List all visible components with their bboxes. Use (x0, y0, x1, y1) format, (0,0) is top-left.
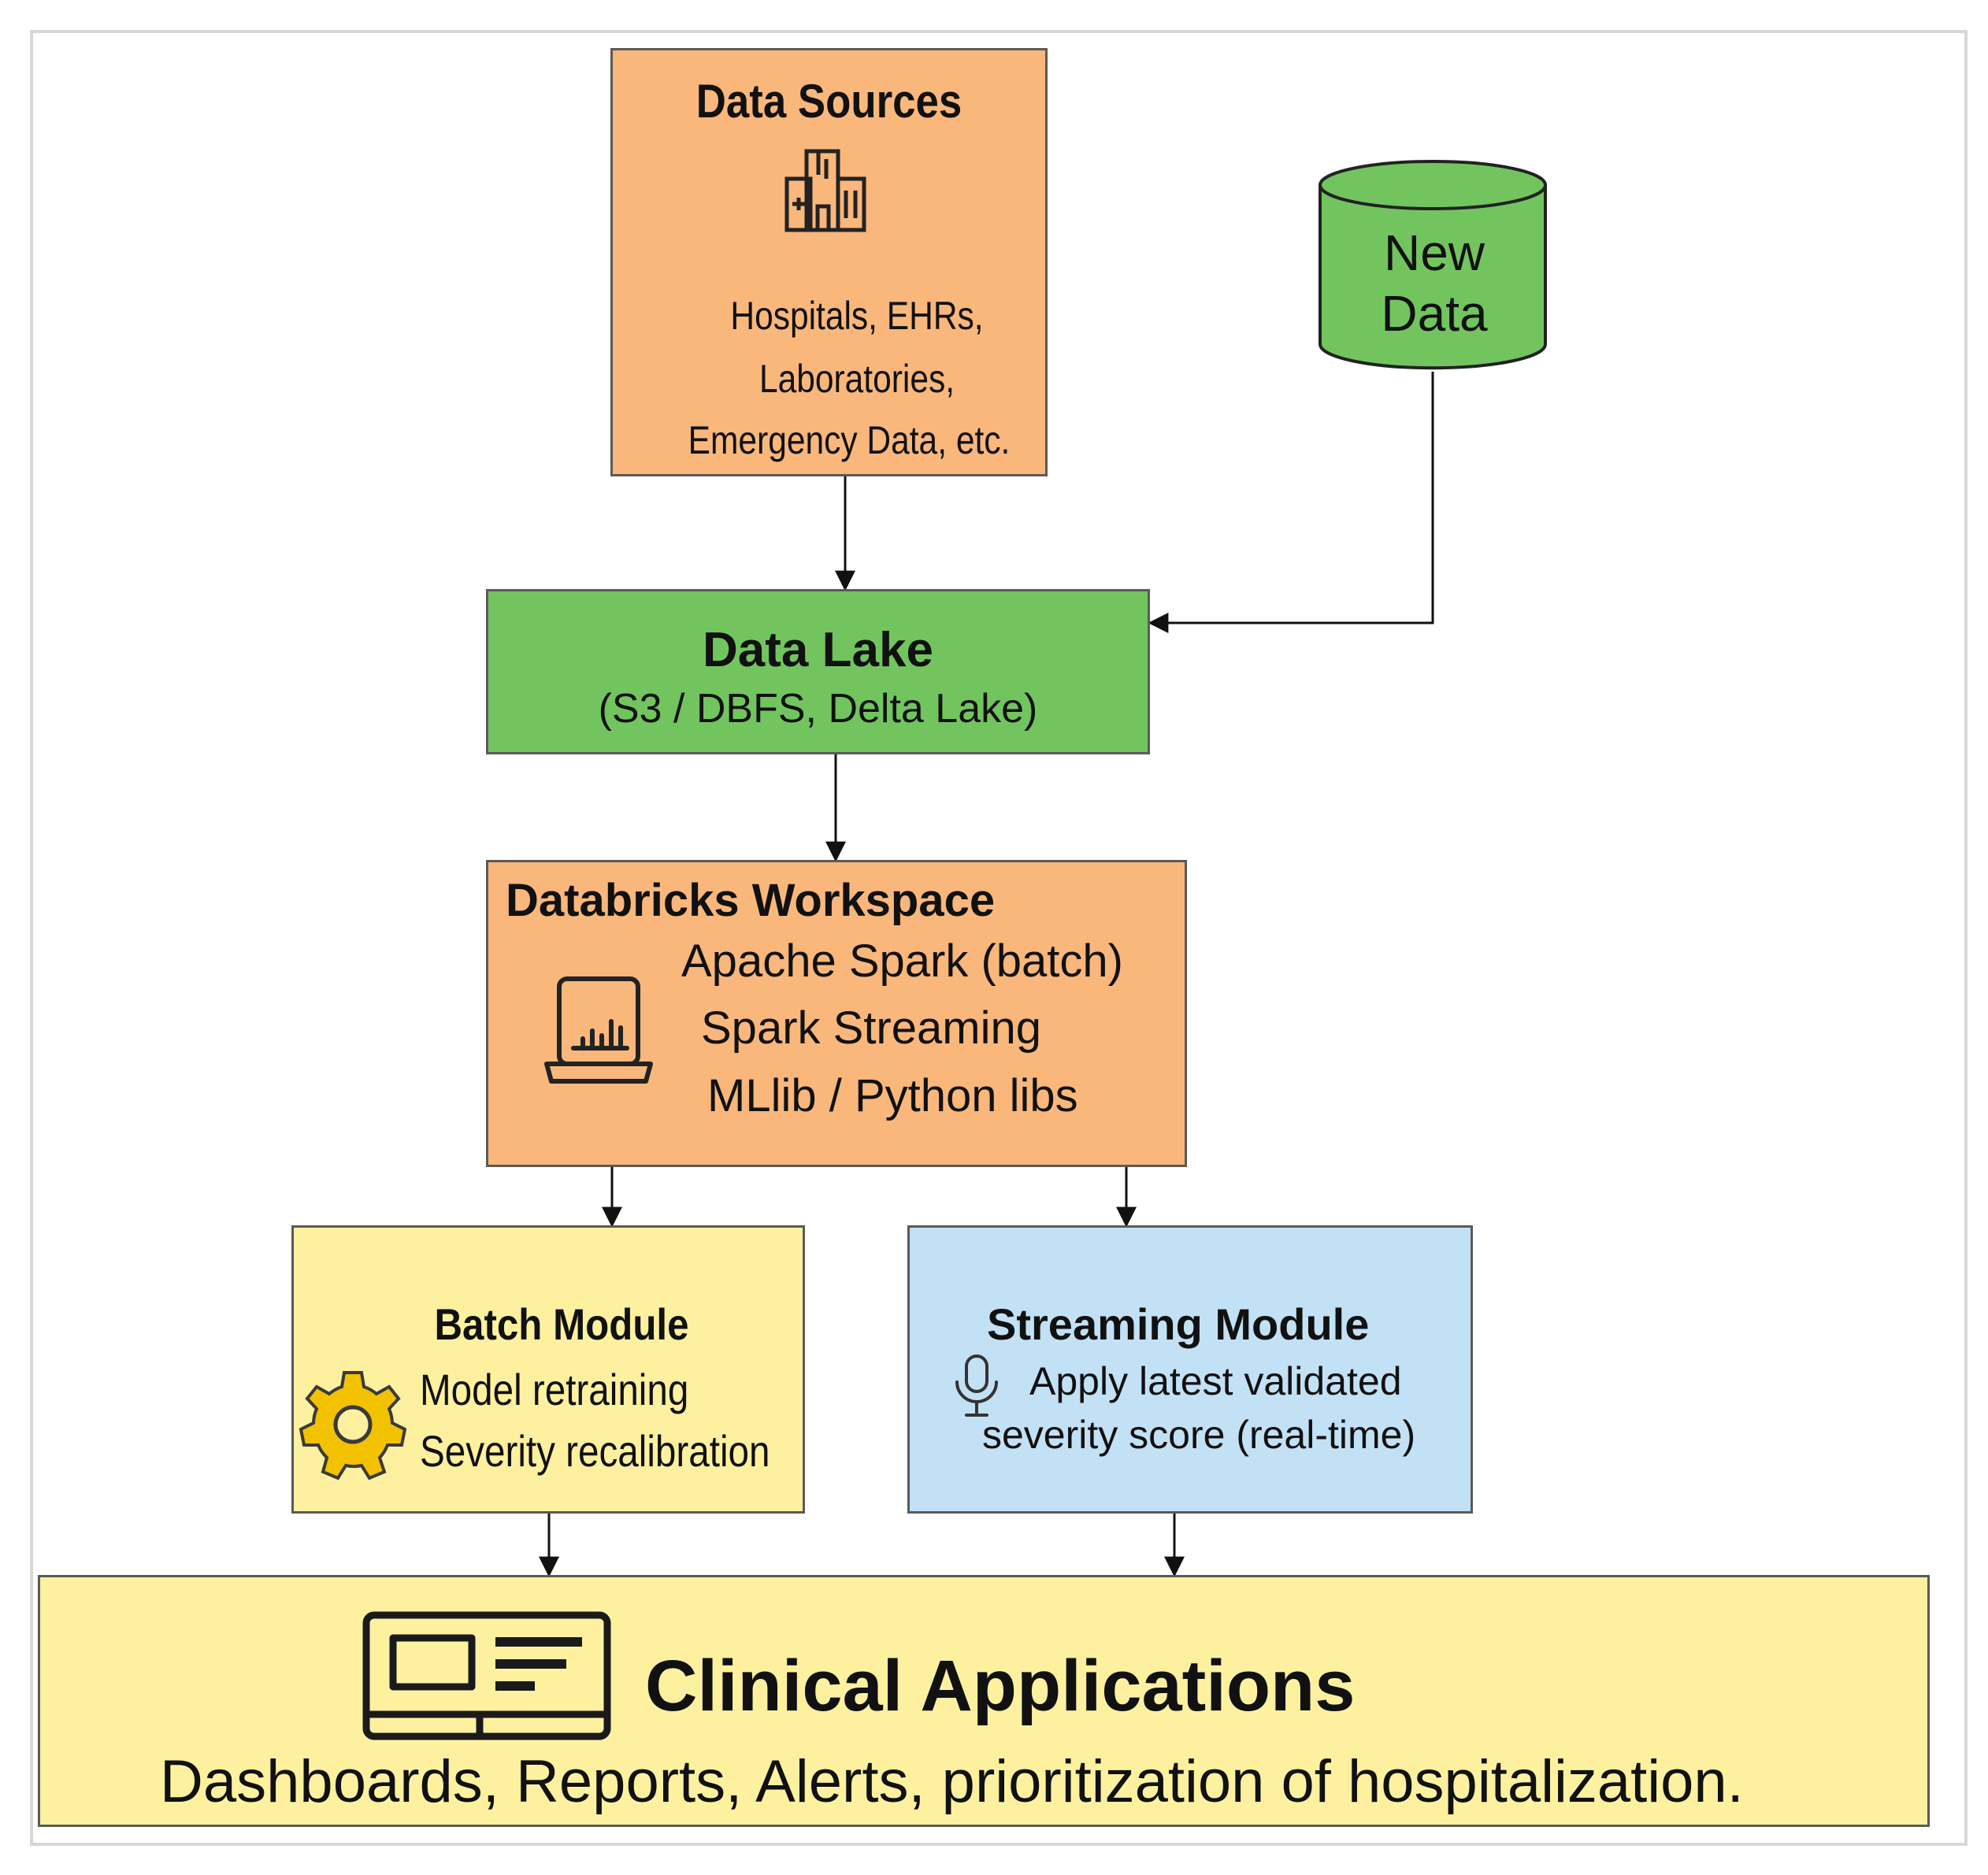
databricks-workspace-box: Databricks Workspace Apache Spark (batch… (486, 860, 1187, 1167)
databricks-title: Databricks Workspace (506, 875, 996, 926)
clinical-applications-subtitle: Dashboards, Reports, Alerts, prioritizat… (160, 1748, 1744, 1815)
data-lake-subtitle: (S3 / DBFS, Delta Lake) (598, 686, 1038, 732)
batch-module-box: Batch Module Model retraining Severity r… (291, 1225, 805, 1514)
hospital-building-icon (784, 149, 866, 232)
databricks-line-1: Apache Spark (batch) (681, 936, 1123, 987)
batch-module-title: Batch Module (434, 1299, 689, 1349)
data-sources-box: Data Sources Hospitals, EHRs, Laboratori… (610, 48, 1048, 476)
streaming-module-box: Streaming Module Apply latest validated … (907, 1225, 1473, 1514)
microphone-icon (955, 1354, 998, 1417)
data-sources-title: Data Sources (695, 75, 962, 128)
streaming-module-line-2: severity score (real-time) (982, 1413, 1416, 1457)
data-sources-line-2: Laboratories, (758, 357, 955, 401)
data-sources-line-1: Hospitals, EHRs, (730, 294, 984, 338)
gear-icon (299, 1371, 407, 1480)
new-data-line-2: Data (1381, 285, 1488, 342)
streaming-module-line-1: Apply latest validated (1029, 1359, 1402, 1403)
batch-module-line-2: Severity recalibration (420, 1426, 770, 1476)
clinical-applications-title: Clinical Applications (645, 1646, 1356, 1726)
arrow-newdata-to-lake (1148, 372, 1434, 633)
data-lake-box: Data Lake (S3 / DBFS, Delta Lake) (486, 589, 1150, 754)
batch-module-line-1: Model retraining (420, 1365, 689, 1414)
clinical-applications-box: Clinical Applications Dashboards, Report… (38, 1575, 1930, 1827)
databricks-line-2: Spark Streaming (701, 1002, 1041, 1054)
new-data-cylinder (1319, 160, 1547, 370)
streaming-module-title: Streaming Module (987, 1299, 1370, 1349)
databricks-line-3: MLlib / Python libs (707, 1070, 1078, 1121)
laptop-chart-icon (544, 976, 653, 1084)
data-sources-line-3: Emergency Data, etc. (688, 418, 1011, 462)
new-data-line-1: New (1383, 224, 1485, 281)
data-lake-title: Data Lake (703, 623, 933, 677)
monitor-dashboard-icon (362, 1611, 611, 1740)
